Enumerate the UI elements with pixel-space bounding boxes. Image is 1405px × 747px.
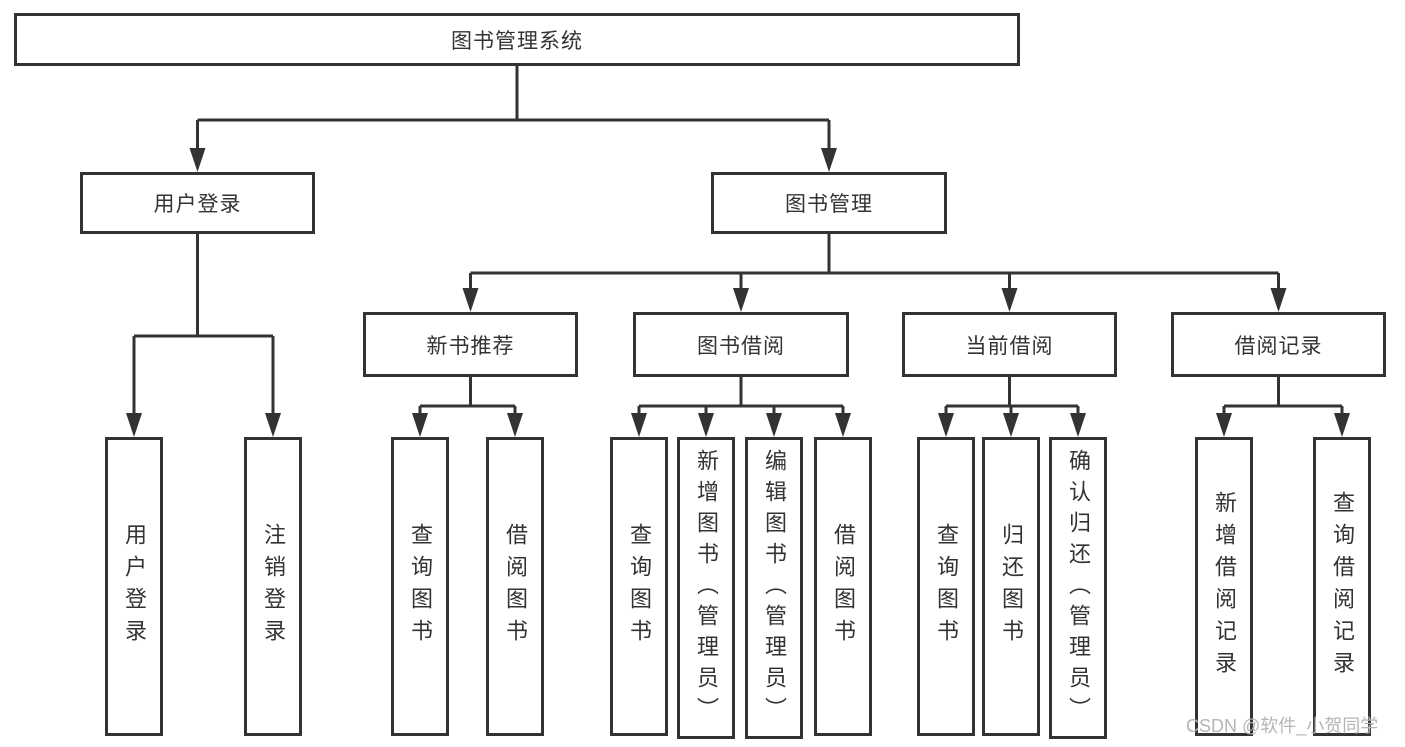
leaf-borrow-books-borrow: 借阅图书 — [814, 437, 872, 736]
leaf-query-borrow-record: 查询借阅记录 — [1313, 437, 1371, 736]
node-current-borrow: 当前借阅 — [902, 312, 1117, 377]
leaf-add-borrow-record: 新增借阅记录 — [1195, 437, 1253, 736]
leaf-add-book-admin: 新增图书（管理员） — [677, 437, 735, 739]
leaf-borrow-books-recommend: 借阅图书 — [486, 437, 544, 736]
leaf-query-books-borrow: 查询图书 — [610, 437, 668, 736]
leaf-edit-book-admin: 编辑图书（管理员） — [745, 437, 803, 739]
node-user-login: 用户登录 — [80, 172, 315, 234]
node-system-root: 图书管理系统 — [14, 13, 1020, 66]
leaf-user-login: 用户登录 — [105, 437, 163, 736]
leaf-confirm-return-admin: 确认归还（管理员） — [1049, 437, 1107, 739]
node-new-book-recommend: 新书推荐 — [363, 312, 578, 377]
node-book-borrow: 图书借阅 — [633, 312, 849, 377]
node-borrow-records: 借阅记录 — [1171, 312, 1386, 377]
leaf-return-book: 归还图书 — [982, 437, 1040, 736]
leaf-query-books-recommend: 查询图书 — [391, 437, 449, 736]
node-book-management: 图书管理 — [711, 172, 947, 234]
leaf-query-books-current: 查询图书 — [917, 437, 975, 736]
leaf-logout: 注销登录 — [244, 437, 302, 736]
